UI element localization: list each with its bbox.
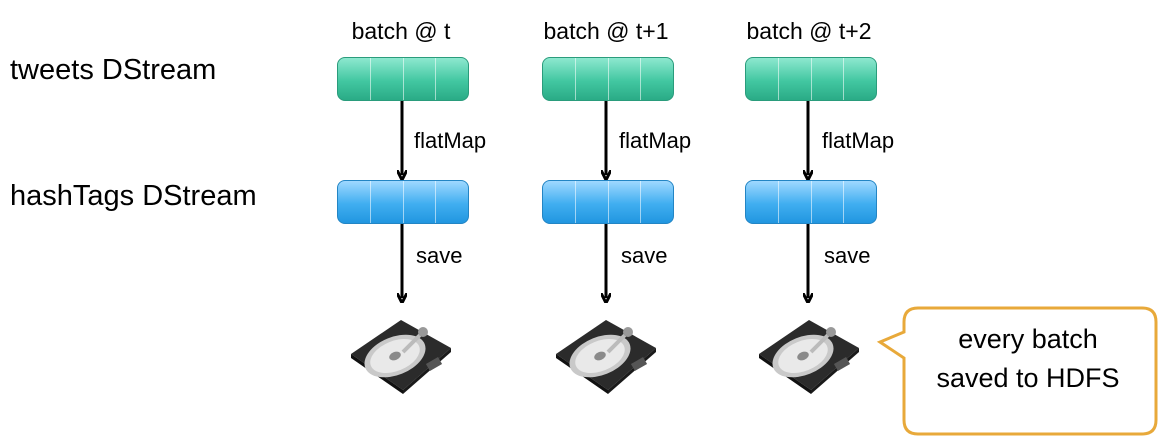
tweets-rdd-t1 xyxy=(542,57,674,101)
flatmap-label-t: flatMap xyxy=(414,128,487,153)
batch-label-t: batch @ t xyxy=(351,18,451,44)
save-label-t2: save xyxy=(824,243,871,268)
tweets-dstream-label: tweets DStream xyxy=(10,54,217,86)
hashtags-dstream-label: hashTags DStream xyxy=(10,180,257,212)
callout-bubble xyxy=(876,306,1158,436)
flatmap-label-t1: flatMap xyxy=(619,128,692,153)
hard-disk-icon xyxy=(556,320,656,394)
batch-label-t2: batch @ t+2 xyxy=(746,18,872,44)
hard-disk-icon xyxy=(759,320,859,394)
flatmap-label-t2: flatMap xyxy=(822,128,895,153)
tweets-rdd-t2 xyxy=(745,57,877,101)
hashtags-rdd-t2 xyxy=(745,180,877,224)
save-label-t: save xyxy=(416,243,463,268)
tweets-rdd-t xyxy=(337,57,469,101)
hashtags-rdd-t1 xyxy=(542,180,674,224)
callout-text: every batch saved to HDFS xyxy=(936,324,1120,393)
hashtags-rdd-t xyxy=(337,180,469,224)
batch-label-t1: batch @ t+1 xyxy=(543,18,669,44)
save-label-t1: save xyxy=(621,243,668,268)
hard-disk-icon xyxy=(351,320,451,394)
